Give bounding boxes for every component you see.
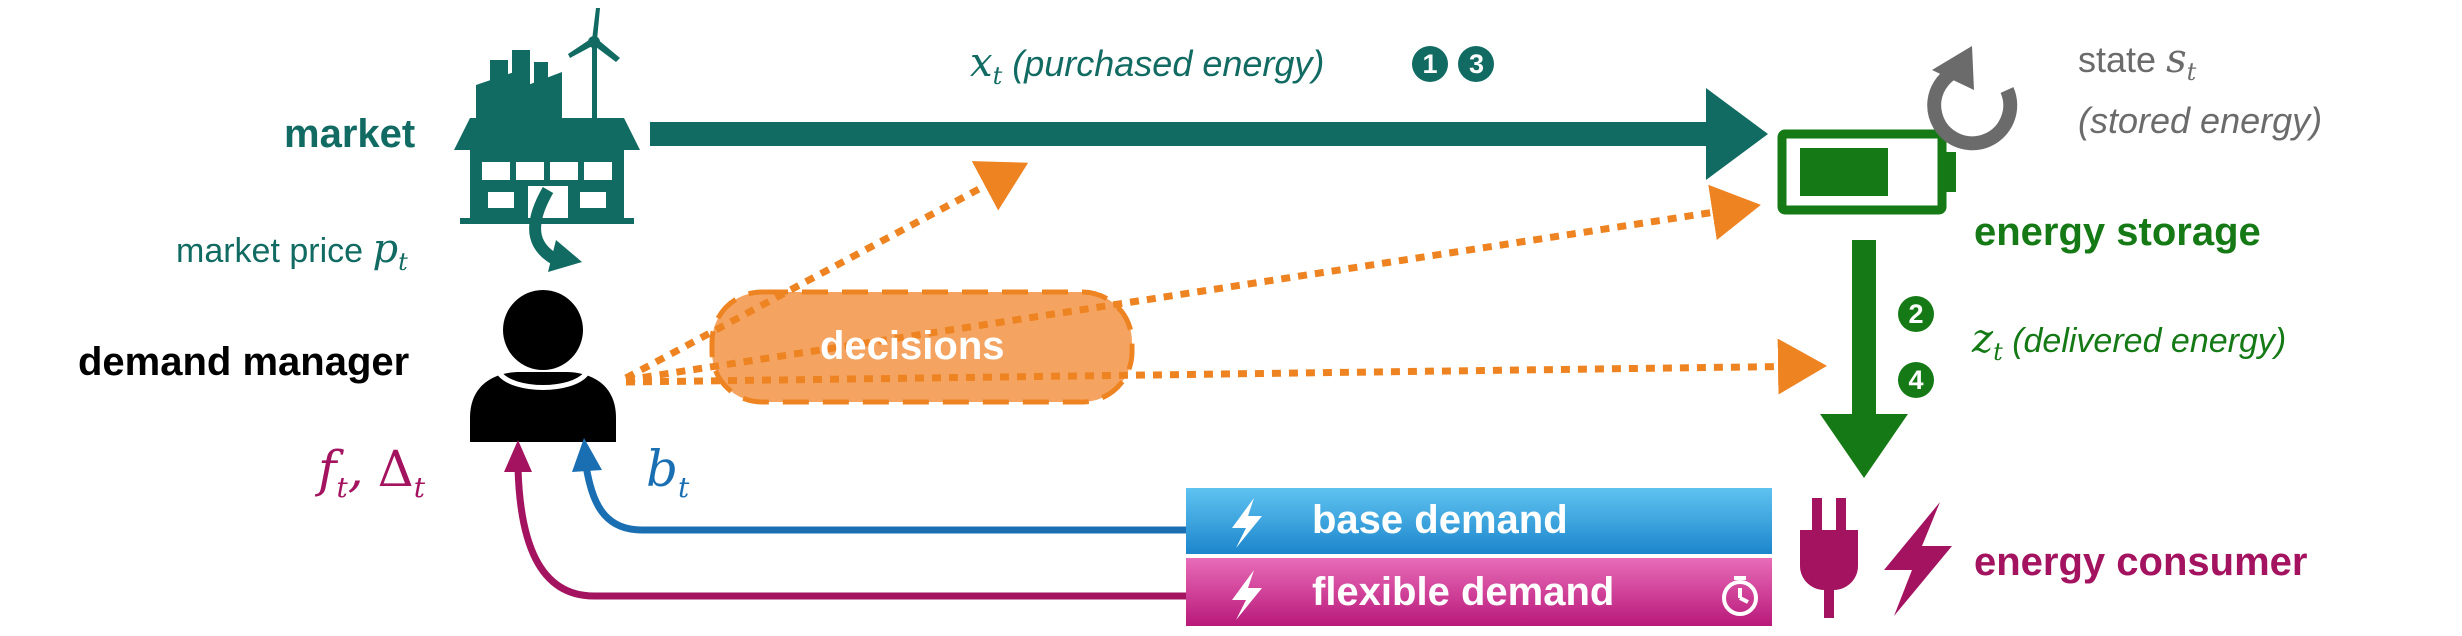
purchase-step-badges: 1 3 <box>1412 46 1495 82</box>
state-symbol: s <box>2166 36 2187 82</box>
energy-storage-label: energy storage <box>1974 210 2261 254</box>
step-badge: 4 <box>1898 362 1934 398</box>
delivery-step-badge-bottom: 4 <box>1898 362 1934 398</box>
state-desc: (stored energy) <box>2078 100 2323 141</box>
lightning-icon <box>1884 502 1952 616</box>
step-badge: 3 <box>1458 46 1495 82</box>
market-label: market <box>284 112 416 156</box>
flexible-demand-bar <box>1186 558 1772 626</box>
person-icon <box>470 290 616 442</box>
step-badge: 1 <box>1412 46 1448 82</box>
state-subscript: t <box>2186 58 2197 87</box>
delivery-symbol: z <box>1972 316 1994 362</box>
price-arrowhead <box>548 240 582 272</box>
delivery-arrow-shaft <box>1852 240 1876 420</box>
decision-arrows <box>624 161 1827 395</box>
decisions-pill <box>709 289 1135 405</box>
base-demand-feedback-arrowhead <box>572 438 602 472</box>
flex-subscript-delta: t <box>413 471 425 504</box>
delivery-step-badge-top: 2 <box>1898 296 1934 332</box>
base-demand-bar <box>1186 488 1772 554</box>
base-demand-symbol: bt <box>646 440 689 504</box>
purchase-subscript: t <box>992 62 1003 91</box>
purchase-symbol: x <box>970 40 993 86</box>
purchase-desc: (purchased energy) <box>1012 43 1325 84</box>
market-price-text: market price <box>176 232 364 270</box>
flex-symbol-f: f <box>318 440 337 498</box>
flexible-demand-feedback-arrowhead <box>504 440 532 472</box>
delivery-label: zt (delivered energy) <box>1972 316 2286 366</box>
market-price-label: market price pt <box>176 226 408 276</box>
base-symbol-b: b <box>646 440 679 498</box>
base-demand-feedback-line <box>582 465 1186 534</box>
delivery-arrowhead <box>1820 414 1908 478</box>
flexible-demand-feedback-line <box>514 467 1186 600</box>
base-subscript-b: t <box>678 471 690 504</box>
flex-separator: , <box>347 440 364 498</box>
demand-manager-label: demand manager <box>78 340 410 384</box>
factory-icon <box>454 50 640 224</box>
plug-icon <box>1800 498 1858 618</box>
delivery-subscript: t <box>1993 337 2003 366</box>
wind-turbine-icon <box>568 8 620 120</box>
battery-icon <box>1777 129 1956 215</box>
flexible-demand-symbols: ft, Δt <box>318 440 425 504</box>
flexible-demand-label: flexible demand <box>1312 570 1615 614</box>
lightning-icon <box>1232 498 1262 548</box>
lightning-icon <box>1232 570 1262 620</box>
delivery-desc: (delivered energy) <box>2012 322 2287 360</box>
step-badge: 2 <box>1898 296 1934 332</box>
purchase-arrowhead <box>1706 88 1768 180</box>
decisions-label: decisions <box>820 324 1005 368</box>
price-symbol: p <box>372 226 399 272</box>
base-demand-label: base demand <box>1312 498 1568 542</box>
state-word: state <box>2078 39 2157 80</box>
flex-symbol-delta: Δ <box>377 440 414 498</box>
state-label: state st <box>2078 36 2196 86</box>
timer-icon <box>1722 576 1758 616</box>
price-subscript: t <box>398 247 408 276</box>
energy-consumer-label: energy consumer <box>1974 540 2308 584</box>
purchase-label: xt (purchased energy) <box>970 40 1324 90</box>
flex-subscript-f: t <box>336 471 348 504</box>
purchase-arrow-shaft <box>650 122 1710 146</box>
refresh-icon <box>1927 46 2018 151</box>
